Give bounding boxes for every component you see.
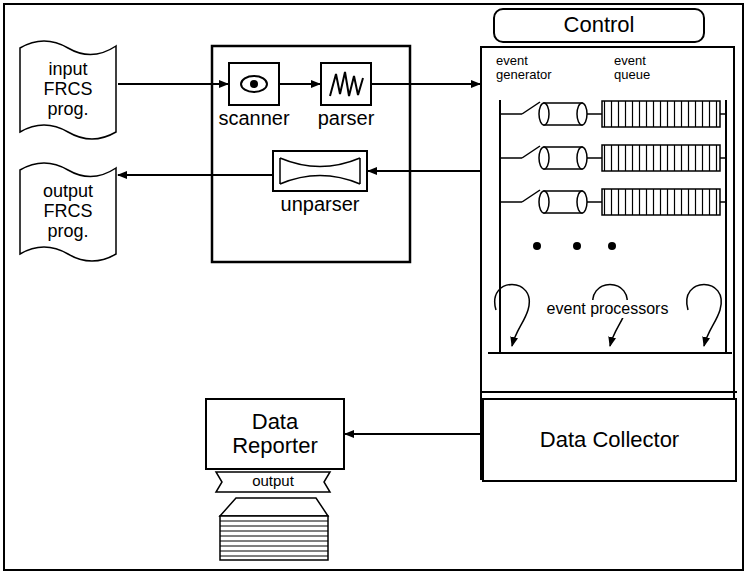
generator-wire <box>500 201 522 203</box>
event-queue <box>602 145 720 171</box>
processor-loop <box>495 285 530 347</box>
queue-wire <box>720 113 726 115</box>
ellipsis-dot <box>608 242 616 250</box>
processor-loop <box>687 285 722 347</box>
document-shape <box>20 163 116 261</box>
generator-wire <box>500 157 522 159</box>
event-queue <box>602 101 720 127</box>
ellipsis-dot <box>533 242 541 250</box>
scanner-box: scanner <box>228 62 280 106</box>
generator-switch <box>522 146 540 158</box>
icon <box>274 152 366 190</box>
output-stack: output <box>212 470 334 565</box>
stack-side <box>220 516 328 560</box>
generator-bus <box>499 100 501 353</box>
cylinder-end <box>577 191 587 213</box>
top-sheet <box>220 498 328 516</box>
box-label: Data Reporter <box>211 410 339 458</box>
sheet-edge <box>220 556 328 557</box>
cylinder-end <box>539 147 549 169</box>
icon <box>230 64 278 104</box>
sheet-edge <box>220 551 328 552</box>
sheet-edge <box>220 546 328 547</box>
collector-divider <box>482 391 737 393</box>
eye-pupil <box>250 80 258 88</box>
generator-switch <box>522 190 540 202</box>
simulation-engine-box: event generator event queue event processo… <box>480 46 735 480</box>
processor-label: event processors <box>544 300 672 318</box>
sheet-edge <box>220 541 328 542</box>
queue-wire <box>720 157 726 159</box>
queue-bus <box>725 100 727 353</box>
flow-arrow <box>118 83 228 85</box>
front-end-box <box>212 46 410 262</box>
control-label: Control <box>564 13 635 37</box>
queue-wire <box>587 113 602 115</box>
data-collector-box: Data Collector <box>482 398 737 482</box>
document-shape <box>20 41 116 139</box>
generator-switch <box>522 102 540 114</box>
sheet-edge <box>220 531 328 532</box>
sheet-edge <box>220 521 328 522</box>
event-queue <box>602 189 720 215</box>
flow-arrow <box>372 83 480 85</box>
document-label: output FRCS prog. <box>33 182 103 241</box>
cylinder-end <box>539 191 549 213</box>
data-reporter-box: Data Reporter <box>205 398 345 470</box>
zigzag-icon <box>330 72 363 96</box>
queue-wire <box>587 157 602 159</box>
queue-wire <box>587 201 602 203</box>
parser-box: parser <box>320 62 372 106</box>
component-label: scanner <box>218 107 289 129</box>
ellipsis-dot <box>573 242 581 250</box>
column-heading: event queue <box>614 54 674 83</box>
icon <box>322 64 370 104</box>
flow-arrow <box>280 83 320 85</box>
box-label: Data Collector <box>540 428 679 452</box>
cylinder-end <box>539 103 549 125</box>
processor-line <box>488 352 732 354</box>
outer-frame <box>4 4 743 570</box>
column-heading: event generator <box>496 54 568 83</box>
sheet-edge <box>220 526 328 527</box>
lens-icon <box>280 158 360 184</box>
flow-arrow <box>118 174 272 176</box>
flow-arrow <box>345 433 482 435</box>
flow-arrow <box>368 170 480 172</box>
eye-icon <box>241 76 267 92</box>
output-document: output FRCS prog. <box>18 158 118 266</box>
queue-wire <box>720 201 726 203</box>
generator-wire <box>500 113 522 115</box>
document-label: input FRCS prog. <box>33 60 103 119</box>
component-label: unparser <box>281 193 360 215</box>
cylinder-end <box>577 147 587 169</box>
component-label: parser <box>318 107 375 129</box>
control-box: Control <box>493 8 705 43</box>
sheet-edge <box>220 536 328 537</box>
input-document: input FRCS prog. <box>18 36 118 144</box>
output-label: output <box>212 473 334 490</box>
cylinder-end <box>577 103 587 125</box>
unparser-box: unparser <box>272 150 368 192</box>
